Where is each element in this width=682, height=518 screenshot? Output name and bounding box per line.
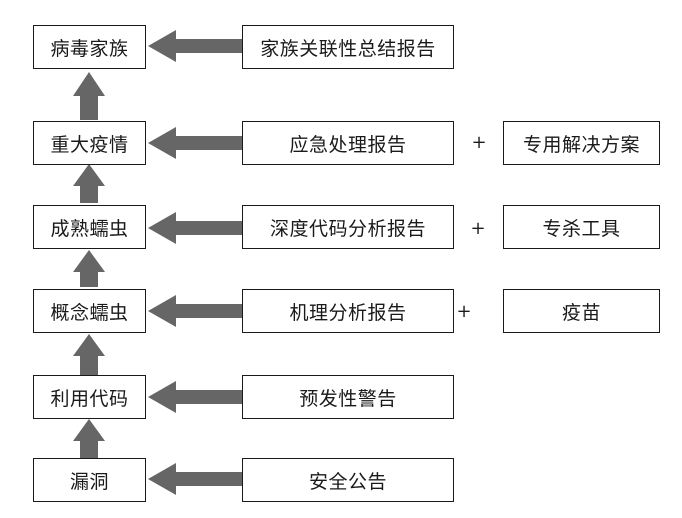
left-arrow-5 bbox=[148, 381, 243, 413]
plus-sign-3: + bbox=[456, 301, 472, 322]
up-arrow-1 bbox=[73, 72, 105, 120]
report-box-emergency: 应急处理报告 bbox=[242, 121, 454, 165]
left-arrow-4 bbox=[148, 295, 243, 327]
stage-box-mature-worm: 成熟蠕虫 bbox=[33, 205, 146, 249]
plus-sign-2: + bbox=[470, 218, 486, 239]
up-arrow-2 bbox=[73, 164, 105, 203]
stage-box-major-outbreak: 重大疫情 bbox=[33, 121, 146, 165]
up-arrow-4 bbox=[73, 334, 105, 375]
stage-box-concept-worm: 概念蠕虫 bbox=[33, 289, 146, 333]
stage-box-exploit-code: 利用代码 bbox=[33, 375, 146, 419]
plus-sign-1: + bbox=[471, 132, 487, 153]
left-arrow-3 bbox=[148, 212, 243, 244]
stage-box-virus-family: 病毒家族 bbox=[33, 25, 146, 69]
tool-box-dedicated-solution: 专用解决方案 bbox=[503, 121, 660, 165]
report-box-deep-code-analysis: 深度代码分析报告 bbox=[242, 205, 454, 249]
up-arrow-3 bbox=[73, 250, 105, 287]
left-arrow-1 bbox=[148, 30, 243, 62]
left-arrow-6 bbox=[148, 463, 243, 495]
tool-box-removal-tool: 专杀工具 bbox=[503, 205, 660, 249]
report-box-mechanism-analysis: 机理分析报告 bbox=[242, 289, 454, 333]
tool-box-vaccine: 疫苗 bbox=[503, 289, 660, 333]
report-box-security-bulletin: 安全公告 bbox=[242, 458, 454, 502]
up-arrow-5 bbox=[73, 419, 105, 458]
left-arrow-2 bbox=[148, 127, 243, 159]
report-box-family-summary: 家族关联性总结报告 bbox=[242, 25, 454, 69]
report-box-early-warning: 预发性警告 bbox=[242, 375, 454, 419]
stage-box-vulnerability: 漏洞 bbox=[33, 458, 146, 502]
